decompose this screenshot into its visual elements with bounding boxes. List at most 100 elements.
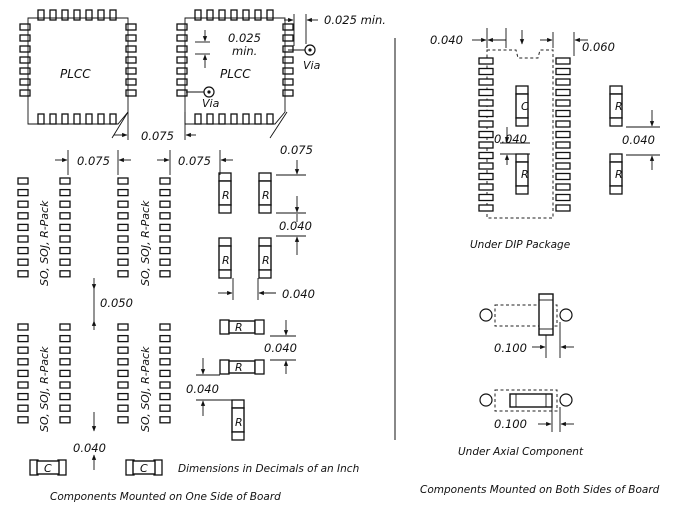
so-pack-4-pad [117,416,129,424]
so-pack-4-pad [117,404,129,412]
dip-pad-right [555,204,571,212]
dip-pad-right [555,120,571,128]
via-right [288,44,316,56]
res-h-2-pad-left [219,359,230,375]
so-pack-2-pad [117,223,129,232]
so-pack-4-pad [117,369,129,378]
dim-0075-plcc [114,112,196,140]
cap-c-left-label: C [44,462,52,475]
so-pack-3-pad [59,358,71,366]
resistor-label: R [235,321,243,334]
dip-pad-left [478,78,494,86]
res-h-2-pad-right [254,359,265,375]
plcc-left-pad [125,23,137,31]
plcc-right-pad [282,34,294,42]
so-pack-2-pad [117,270,129,278]
plcc-left-pad [19,23,31,31]
plcc-right-pad [218,113,226,125]
dip-pad-left [478,151,494,160]
so-pack-1-pad [59,212,71,220]
plcc-right-pad [176,67,188,75]
dip-res-right-pad-top [609,85,623,95]
plcc-right-label: PLCC [220,67,251,81]
so-pack-4-pad [159,346,171,354]
plcc-left-pad [97,9,105,21]
plcc-left-pad [125,45,137,53]
plcc-right-pad [194,113,202,125]
dim-0040-r-horiz-label: 0.040 [282,287,315,301]
plcc-right-pad [282,67,294,75]
via-right-label: Via [303,59,321,72]
so-pack-4-pad [117,381,129,389]
plcc-right-pad [242,113,250,125]
so-pack-3-pad [17,323,29,331]
dim-0040-r-vert [276,214,306,255]
dip-res-right2-label: R [615,168,623,181]
dip-pad-left [478,183,494,191]
so-pack-3-pad [17,358,29,366]
plcc-left-pad [85,9,93,21]
res-h-1-pad-right [254,319,265,335]
dip-cap-pad-bottom [515,117,529,127]
so-pack-2-pad [159,258,171,266]
dim-0040-r-horiz [218,278,276,300]
dip-pad-left [478,141,494,149]
so-pack-1-pad [59,258,71,266]
plcc-left-pad [49,113,57,125]
plcc-right-pad [218,9,226,21]
dip-res-label: R [521,168,529,181]
dim-0025-top [284,14,318,46]
so-pack-4-pad [117,346,129,354]
so-pack-label-2: SO, SOJ, R-Pack [139,200,152,286]
so-pack-3-pad [59,381,71,389]
dim-0075-plcc-label: 0.075 [141,129,174,143]
so-pack-4-pad [159,404,171,412]
so-pack-label-4: SO, SOJ, R-Pack [139,346,152,432]
so-pack-1-pad [59,200,71,208]
so-pack-1-pad [17,246,29,255]
dim-0025-inner-min: min. [232,44,257,58]
so-pack-1-pad [59,270,71,278]
resistor-label: R [222,189,230,202]
plcc-right-pad [282,78,294,86]
res-v-4-pad-top [258,237,272,247]
cap-c-left [29,459,67,476]
resistor-label: R [235,416,243,429]
so-pack-3-pad [17,404,29,412]
so-pack-4-pad [159,392,171,401]
dim-0025-inner [195,30,210,68]
dip-pad-right [555,183,571,191]
so-pack-4-pad [159,358,171,366]
plcc-right-pad [194,9,202,21]
dip-pad-right [555,57,571,65]
caption-under-dip: Under DIP Package [470,239,570,251]
so-pack-3-pad [17,416,29,424]
plcc-left-label: PLCC [60,67,91,81]
dim-0025-top-label: 0.025 min. [324,13,386,27]
plcc-left-pad [19,45,31,53]
dip-pad-left [478,99,494,107]
so-pack-2-pad [159,177,171,185]
so-pack-4-pad [117,358,129,366]
dim-0040-rh-1 [270,320,296,374]
plcc-left-pad [125,89,137,97]
dim-0060-dip [540,32,588,56]
plcc-left-pad [97,113,105,125]
dim-0075-so-right [157,150,233,175]
dip-pad-right [555,193,571,202]
caption-one-side: Components Mounted on One Side of Board [50,491,281,503]
dim-0100-axial-2-label: 0.100 [494,417,527,431]
dip-pad-left [478,67,494,76]
plcc-right-outline [184,17,286,125]
caption-under-axial: Under Axial Component [458,446,584,458]
plcc-left-pad [125,78,137,86]
so-pack-3-pad [17,392,29,401]
dip-pad-left [478,109,494,118]
so-pack-3-pad [17,369,29,378]
dip-pad-right [555,172,571,181]
so-pack-1-pad [17,258,29,266]
via-bottom-label: Via [202,97,220,110]
so-pack-1-pad [17,235,29,243]
axial-1 [479,293,573,336]
